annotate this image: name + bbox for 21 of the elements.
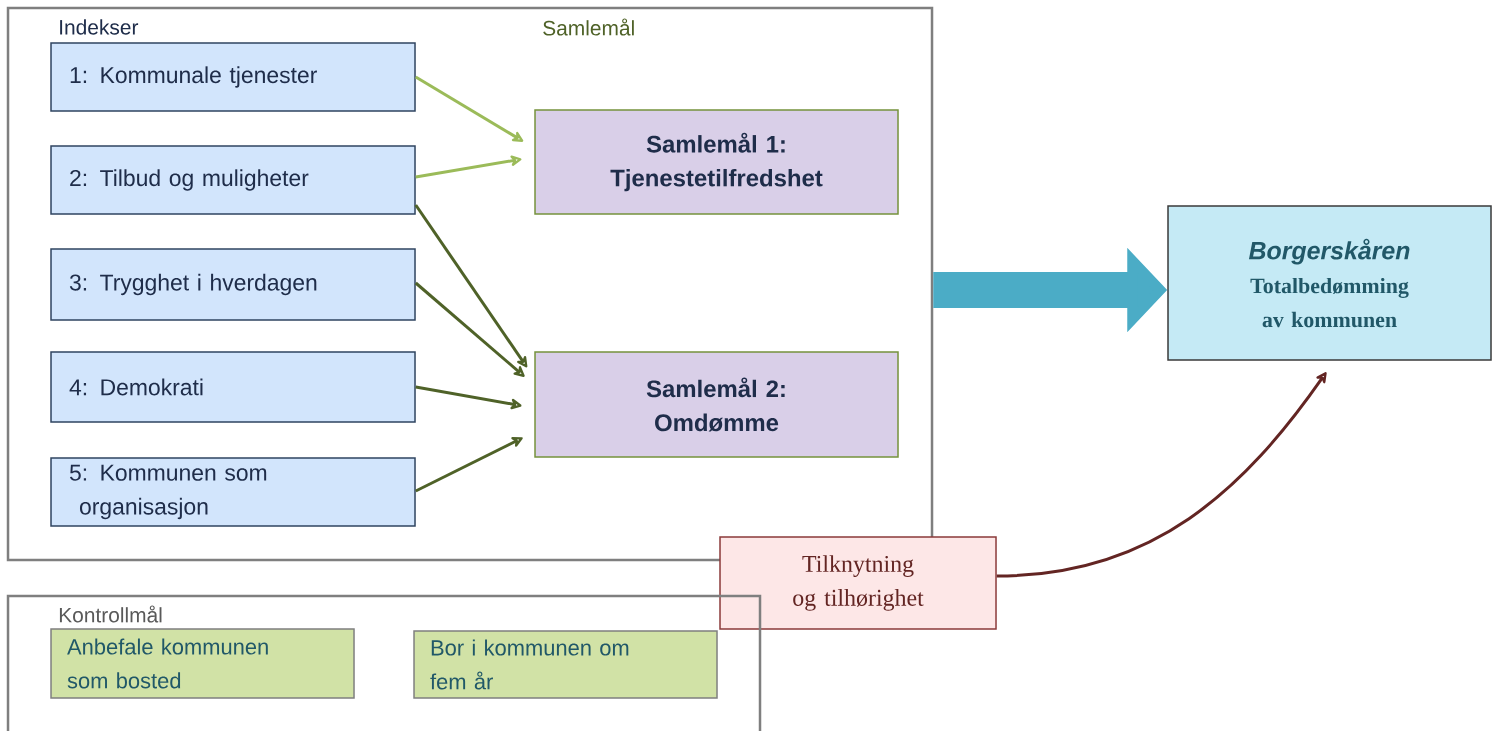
arrow: [415, 385, 522, 410]
control-box: Anbefale kommunen som bosted: [50, 628, 355, 699]
goal-box: Samlemål 2: Omdømme: [534, 351, 899, 458]
factor-box: Tilknytning og tilhørighet: [719, 536, 997, 630]
goal-box: Samlemål 1: Tjenestetilfredshet: [534, 109, 899, 215]
index-box: 5: Kommunen som organisasjon: [50, 457, 416, 527]
index-box: 4: Demokrati: [50, 351, 416, 423]
index-box: 1: Kommunale tjenester: [50, 42, 416, 112]
control-box: Bor i kommunen om fem år: [413, 630, 718, 699]
arrow: [415, 155, 522, 179]
group-heading: Indekser: [60, 19, 139, 35]
index-box: 2: Tilbud og muligheter: [50, 145, 416, 215]
arrow: [415, 437, 523, 493]
arrow: [414, 204, 528, 368]
arrow: [414, 281, 525, 377]
result-box: Borgerskåren Totalbedømming av kommunen: [1167, 205, 1492, 361]
arrow: [415, 75, 524, 142]
group-heading: Samlemål: [543, 18, 634, 36]
arrow: [996, 372, 1327, 578]
index-box: 3: Trygghet i hverdagen: [50, 248, 416, 321]
group-heading: Kontrollmål: [59, 605, 162, 623]
